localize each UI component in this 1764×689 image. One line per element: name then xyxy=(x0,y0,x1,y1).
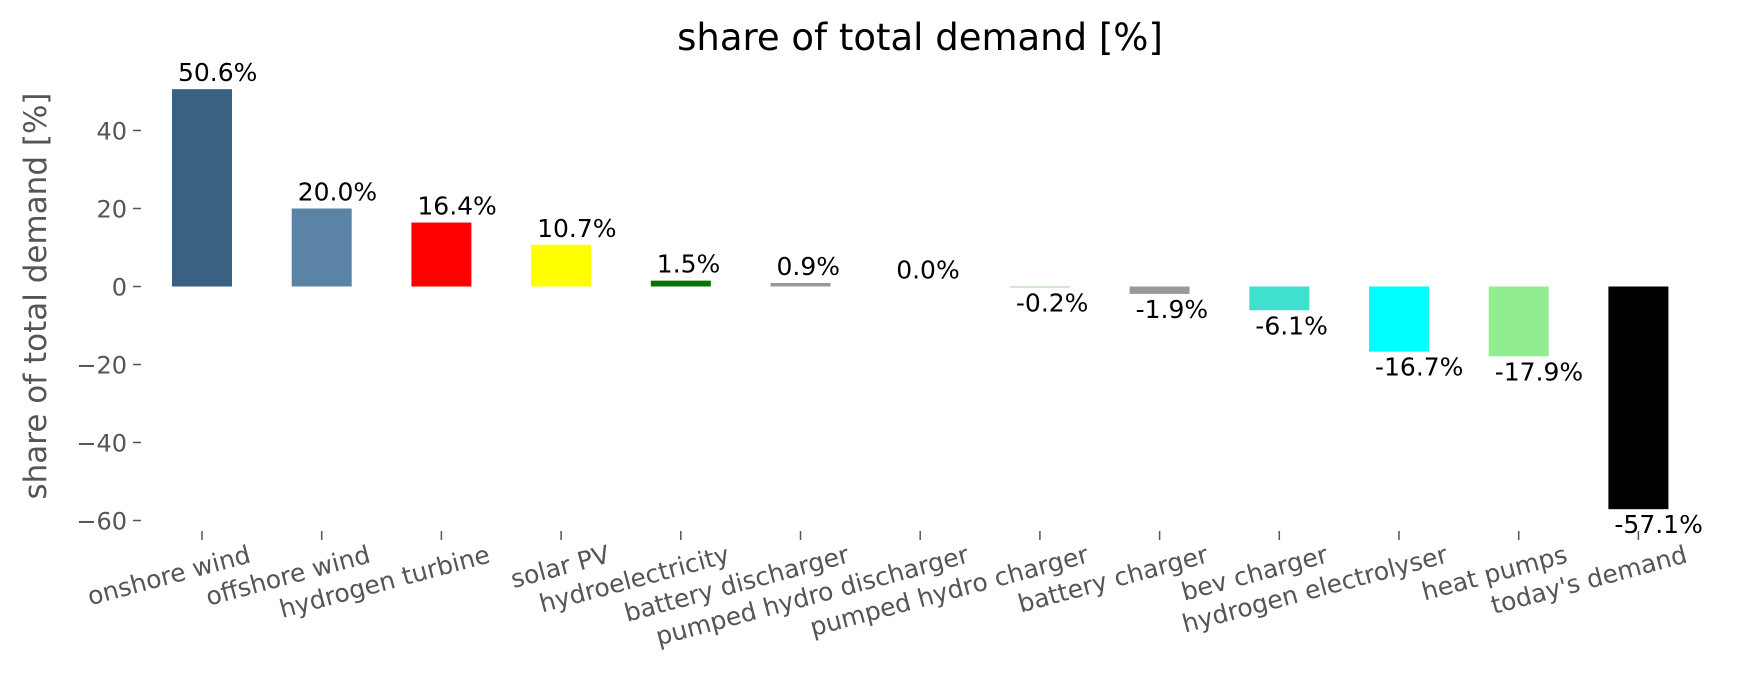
bar-battery-charger xyxy=(1129,286,1190,294)
data-label-onshore-wind: 50.6% xyxy=(178,58,257,87)
bar-bev-charger xyxy=(1249,286,1310,311)
y-tick-label: 20 xyxy=(96,196,127,224)
y-tick-label: −40 xyxy=(76,430,127,458)
data-label-pumped-hydro-discharger: 0.0% xyxy=(896,256,960,285)
data-label-offshore-wind: 20.0% xyxy=(298,178,377,207)
y-tick-label: −20 xyxy=(76,352,127,380)
bar-pumped-hydro-charger xyxy=(1009,286,1070,288)
y-axis-label: share of total demand [%] xyxy=(18,92,54,499)
data-label-hydrogen-electrolyser: -16.7% xyxy=(1375,353,1463,382)
chart-title: share of total demand [%] xyxy=(677,16,1163,59)
bar-heat-pumps xyxy=(1488,286,1549,357)
data-label-solar-pv: 10.7% xyxy=(537,214,616,243)
bar-offshore-wind xyxy=(291,208,352,287)
y-tick-label: 0 xyxy=(112,274,127,302)
data-label-hydroelectricity: 1.5% xyxy=(657,250,721,279)
bar-hydrogen-turbine xyxy=(411,222,472,287)
bar-hydroelectricity xyxy=(650,280,711,287)
data-label-bev-charger: -6.1% xyxy=(1255,311,1328,340)
data-label-battery-charger: -1.9% xyxy=(1136,295,1209,324)
bar-today-s-demand xyxy=(1608,286,1669,510)
bar-battery-discharger xyxy=(770,282,831,287)
data-label-today-s-demand: -57.1% xyxy=(1614,510,1702,539)
y-tick-label: −60 xyxy=(76,508,127,536)
data-label-heat-pumps: -17.9% xyxy=(1495,357,1583,386)
bar-onshore-wind xyxy=(172,89,232,287)
y-axis: 40 20 0 −20 −40 −60 xyxy=(76,118,141,536)
data-labels-group: 50.6% 20.0% 16.4% 10.7% 1.5% 0.9% 0.0% -0.2% -1.… xyxy=(178,58,1703,539)
bar-solar-pv xyxy=(531,244,592,287)
data-label-battery-discharger: 0.9% xyxy=(777,252,841,281)
data-label-pumped-hydro-charger: -0.2% xyxy=(1016,288,1089,317)
bar-hydrogen-electrolyser xyxy=(1369,286,1429,352)
data-label-hydrogen-turbine: 16.4% xyxy=(417,192,496,221)
y-tick-label: 40 xyxy=(96,118,127,146)
bars-group xyxy=(172,89,1669,510)
